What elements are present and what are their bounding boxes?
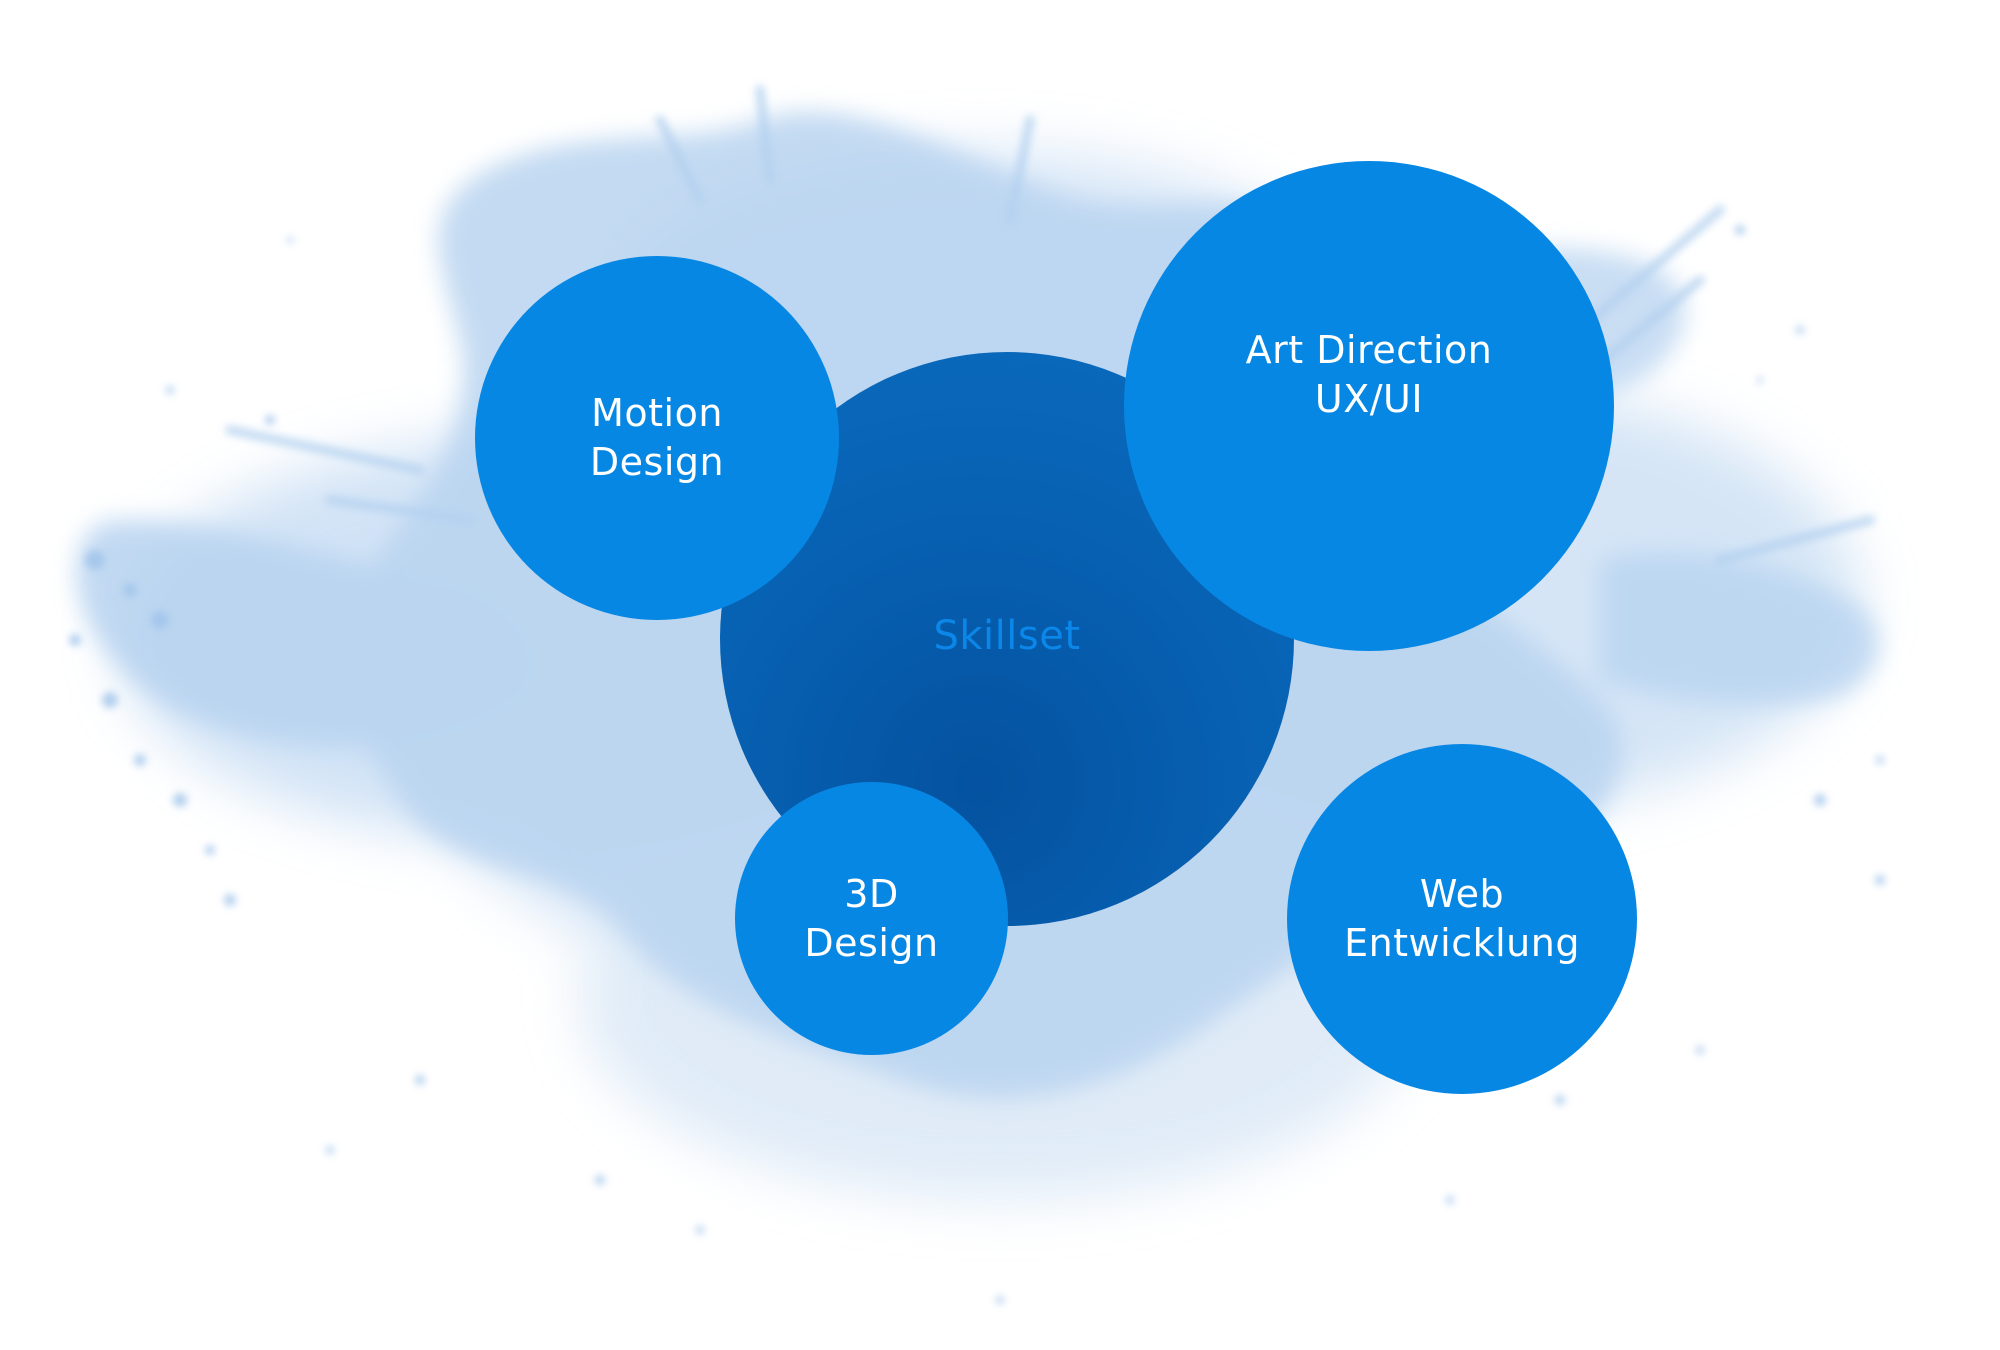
skill-bubble-web-entwicklung: Web Entwicklung <box>1287 744 1637 1094</box>
skill-label: Web Entwicklung <box>1344 870 1580 968</box>
skill-bubble-motion-design: Motion Design <box>475 256 839 620</box>
skill-label-line: Entwicklung <box>1344 921 1580 965</box>
skill-label-line: Design <box>589 440 725 484</box>
skill-label-line: Design <box>804 920 939 965</box>
skill-label-line: Web <box>1419 872 1505 916</box>
skill-label-line: 3D <box>844 871 899 916</box>
skillset-label: Skillset <box>933 612 1080 661</box>
skill-label-line: Motion <box>591 391 723 435</box>
skill-label-line: Art Direction <box>1245 328 1493 372</box>
skill-label: 3D Design <box>804 870 938 968</box>
skill-label: Art Direction UX/UI <box>1246 326 1493 424</box>
skillset-label-text: Skillset <box>933 613 1081 659</box>
skill-bubble-3d-design: 3D Design <box>735 782 1008 1055</box>
cloud-specks <box>69 225 1885 1304</box>
skill-bubble-art-direction: Art Direction UX/UI <box>1124 161 1614 651</box>
skill-label: Motion Design <box>590 389 724 487</box>
skill-label-line: UX/UI <box>1314 377 1424 421</box>
